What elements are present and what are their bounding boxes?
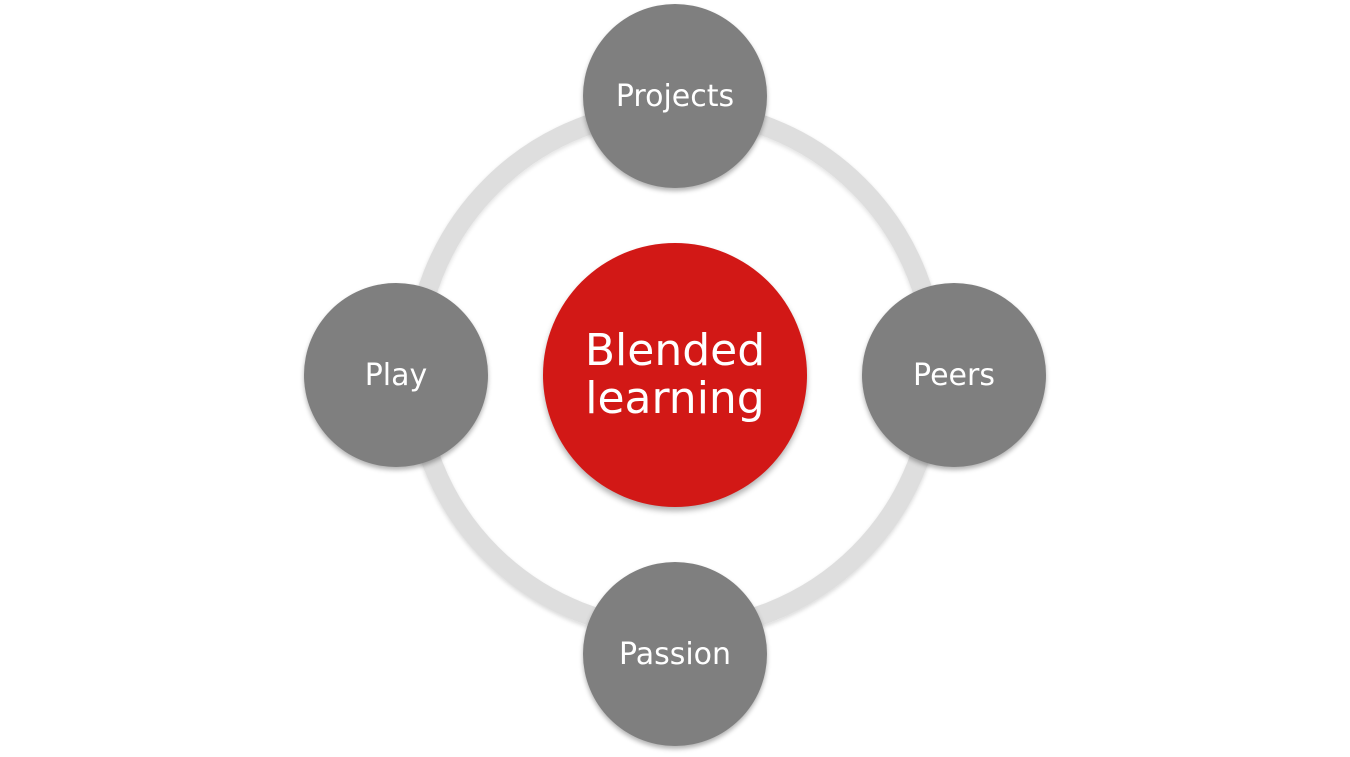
node-projects: Projects xyxy=(583,4,767,188)
center-label: Blended learning xyxy=(565,324,785,424)
center-node-blended-learning: Blended learning xyxy=(543,243,807,507)
center-label-line1: Blended xyxy=(584,324,766,376)
node-label-play: Play xyxy=(364,357,428,393)
node-label-passion: Passion xyxy=(618,636,732,672)
node-play: Play xyxy=(304,283,488,467)
node-peers: Peers xyxy=(862,283,1046,467)
node-label-projects: Projects xyxy=(615,78,735,114)
center-label-line2: learning xyxy=(585,373,765,424)
node-passion: Passion xyxy=(583,562,767,746)
node-label-peers: Peers xyxy=(913,357,995,393)
